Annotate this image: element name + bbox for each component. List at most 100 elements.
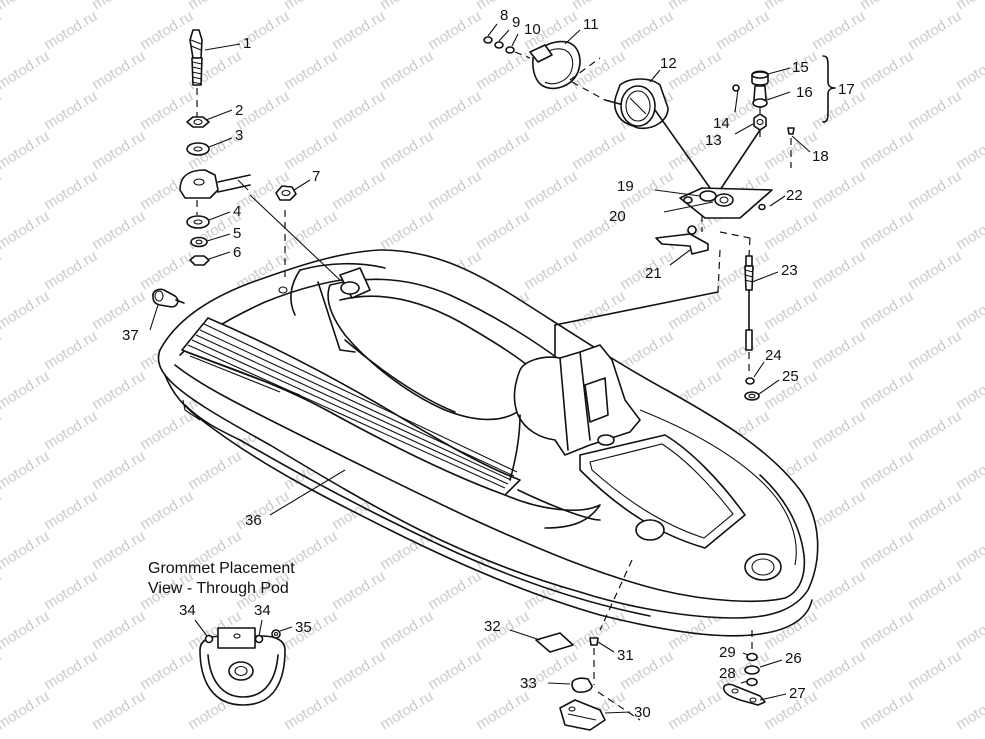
- watermark-text: motod.ru: [905, 648, 964, 694]
- label-part-37: 37: [122, 327, 139, 344]
- label-part-4: 4: [233, 203, 241, 220]
- label-part-11: 11: [583, 16, 599, 33]
- watermark-text: motod.ru: [329, 88, 388, 134]
- watermark-text: motod.ru: [281, 48, 340, 94]
- watermark-text: motod.ru: [329, 8, 388, 54]
- watermark-text: motod.ru: [857, 528, 916, 574]
- watermark-text: motod.ru: [665, 0, 724, 13]
- watermark-text: motod.ru: [569, 288, 628, 334]
- watermark-text: motod.ru: [0, 648, 4, 694]
- watermark-text: motod.ru: [89, 128, 148, 174]
- watermark-text: motod.ru: [617, 8, 676, 54]
- watermark-text: motod.ru: [89, 208, 148, 254]
- label-part-16: 16: [796, 84, 813, 101]
- watermark-text: motod.ru: [761, 208, 820, 254]
- watermark-text: motod.ru: [281, 128, 340, 174]
- sensor-part-37: [152, 288, 185, 308]
- leader-lines: [149, 23, 811, 714]
- watermark-text: motod.ru: [377, 208, 436, 254]
- watermark-text: motod.ru: [377, 128, 436, 174]
- watermark-text: motod.ru: [713, 8, 772, 54]
- label-part-25: 25: [782, 368, 799, 385]
- bow-eye: [744, 553, 782, 581]
- bracket-part-27: [722, 683, 766, 706]
- watermark-text: motod.ru: [0, 688, 52, 734]
- watermark-text: motod.ru: [0, 208, 52, 254]
- watermark-text: motod.ru: [809, 648, 868, 694]
- watermark-text: motod.ru: [521, 168, 580, 214]
- watermark-text: motod.ru: [953, 208, 985, 254]
- label-part-36: 36: [245, 512, 262, 529]
- label-part-22: 22: [786, 187, 803, 204]
- watermark-text: motod.ru: [953, 688, 985, 734]
- label-part-6: 6: [233, 244, 241, 261]
- watermark-text: motod.ru: [761, 0, 820, 13]
- label-part-33: 33: [520, 675, 537, 692]
- watermark-text: motod.ru: [89, 0, 148, 13]
- watermark-text: motod.ru: [41, 648, 100, 694]
- watermark-text: motod.ru: [329, 168, 388, 214]
- watermark-text: motod.ru: [0, 328, 4, 374]
- part-numbers: 1 2 3 4 5 6 7 8 9 10 11 12 13 14 15 16 1…: [122, 7, 855, 721]
- watermark-text: motod.ru: [0, 568, 4, 614]
- watermark-text: motod.ru: [0, 248, 4, 294]
- watermark-text: motod.ru: [89, 48, 148, 94]
- label-part-10: 10: [524, 21, 541, 38]
- label-part-17: 17: [838, 81, 855, 98]
- label-part-27: 27: [789, 685, 806, 702]
- washer-part-26: [744, 665, 760, 675]
- watermark-text: motod.ru: [473, 688, 532, 734]
- watermark-text: motod.ru: [0, 408, 4, 454]
- watermark-text: motod.ru: [0, 528, 52, 574]
- label-part-35: 35: [295, 619, 312, 636]
- watermark-text: motod.ru: [905, 8, 964, 54]
- hull-body: [157, 249, 819, 637]
- watermark-text: motod.ru: [953, 128, 985, 174]
- watermark-text: motod.ru: [41, 568, 100, 614]
- label-part-9: 9: [512, 14, 520, 31]
- watermark-text: motod.ru: [857, 0, 916, 13]
- watermark-text: motod.ru: [185, 0, 244, 13]
- watermark-text: motod.ru: [185, 448, 244, 494]
- watermark-text: motod.ru: [953, 288, 985, 334]
- spring-part-16: [752, 98, 768, 108]
- label-part-23: 23: [781, 262, 798, 279]
- watermark-text: motod.ru: [905, 88, 964, 134]
- screw-part-31: [589, 637, 599, 646]
- mounting-stud-stack: [179, 29, 251, 266]
- watermark-text: motod.ru: [905, 248, 964, 294]
- storage-hatch: [579, 434, 746, 549]
- watermark-text: motod.ru: [473, 48, 532, 94]
- watermark-text: motod.ru: [857, 608, 916, 654]
- watermark-text: motod.ru: [233, 8, 292, 54]
- grommet-view-caption: Grommet Placement View - Through Pod: [148, 560, 295, 597]
- watermark-text: motod.ru: [377, 0, 436, 13]
- watermark-text: motod.ru: [281, 208, 340, 254]
- label-part-15: 15: [792, 59, 809, 76]
- mount-bracket: [179, 169, 219, 199]
- label-part-34-right: 34: [254, 602, 271, 619]
- watermark-text: motod.ru: [473, 208, 532, 254]
- watermark-text: motod.ru: [329, 648, 388, 694]
- watermark-text: motod.ru: [0, 48, 52, 94]
- label-part-3: 3: [235, 127, 243, 144]
- watermark-text: motod.ru: [0, 88, 4, 134]
- watermark-text: motod.ru: [857, 288, 916, 334]
- label-part-28: 28: [719, 665, 736, 682]
- label-part-32: 32: [484, 618, 501, 635]
- watermark-text: motod.ru: [41, 408, 100, 454]
- watermark-text: motod.ru: [137, 408, 196, 454]
- watermark-text: motod.ru: [809, 8, 868, 54]
- watermark-text: motod.ru: [41, 248, 100, 294]
- grommet-part-7: [275, 185, 297, 280]
- watermark-text: motod.ru: [953, 0, 985, 13]
- watermark-text: motod.ru: [329, 568, 388, 614]
- watermark-text: motod.ru: [905, 488, 964, 534]
- label-part-21: 21: [645, 265, 662, 282]
- deck-grommet: [635, 519, 665, 541]
- watermark-text: motod.ru: [569, 0, 628, 13]
- watermark-text: motod.ru: [89, 528, 148, 574]
- label-part-14: 14: [713, 115, 730, 132]
- label-part-12: 12: [660, 55, 677, 72]
- watermark-text: motod.ru: [41, 88, 100, 134]
